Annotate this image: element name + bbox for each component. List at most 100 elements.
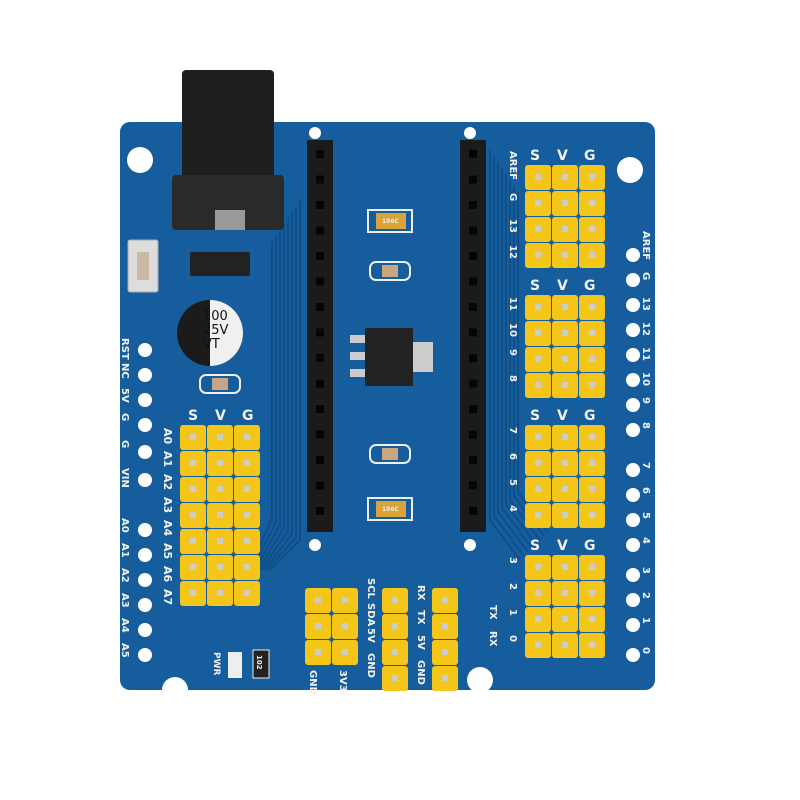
header-pin (535, 252, 541, 258)
header-pin (562, 174, 568, 180)
regulator-pin (350, 335, 365, 343)
header-pin (589, 174, 595, 180)
header-pin (190, 434, 196, 440)
bottom-label-3v3: 3V3 (337, 670, 348, 692)
block-label-a6: A6 (161, 566, 174, 583)
smd-footprint (199, 374, 241, 394)
header-pin (342, 623, 348, 629)
resistor-label: 102 (255, 655, 263, 670)
block-label-a5: A5 (161, 543, 174, 559)
pcb-trace (489, 150, 521, 561)
header-pin (392, 675, 398, 681)
mounting-hole-small (464, 539, 476, 551)
pcb-trace (266, 206, 297, 571)
tantalum-label: 106C (382, 506, 400, 513)
mounting-hole (617, 157, 643, 183)
female-header-socket (316, 201, 324, 209)
header-pin (244, 486, 250, 492)
header-pin (535, 356, 541, 362)
female-header-socket (316, 430, 324, 439)
header-pin (190, 486, 196, 492)
header-pin (190, 460, 196, 466)
group-label-11: 11 (507, 297, 518, 311)
header-pin (535, 512, 541, 518)
header-pin (190, 590, 196, 596)
header-pin (562, 382, 568, 388)
header-pin (589, 460, 595, 466)
header-pin (589, 330, 595, 336)
through-hole-pad (138, 548, 152, 562)
header-pin (562, 226, 568, 232)
female-header-socket (316, 481, 324, 490)
through-hole-pad (138, 418, 152, 432)
header-pin (535, 174, 541, 180)
through-hole-pad (626, 248, 640, 262)
pin-label-a5: A5 (119, 643, 130, 658)
column-label-g: G (584, 538, 596, 554)
female-header-socket (316, 277, 324, 286)
pin-label-a2: A2 (119, 568, 130, 583)
group-label-0: 0 (507, 635, 518, 642)
regulator-pin (350, 369, 365, 377)
header-pin (442, 597, 448, 603)
female-header-socket (469, 405, 477, 413)
smd-resistor (212, 378, 228, 390)
smd-footprint (369, 261, 411, 281)
header-pin (589, 434, 595, 440)
through-hole-pad (626, 463, 640, 477)
pin-label-9: 9 (640, 397, 651, 404)
through-hole-pad (626, 593, 640, 607)
header-pin (589, 564, 595, 570)
bottom-label-sda: SDA (365, 603, 376, 627)
pcb-trace (257, 224, 285, 571)
header-pin (217, 512, 223, 518)
block-label-a4: A4 (161, 520, 174, 537)
through-hole-pad (626, 513, 640, 527)
bottom-label-scl: SCL (365, 578, 376, 600)
header-pin (589, 512, 595, 518)
header-pin (244, 434, 250, 440)
header-pin (535, 460, 541, 466)
bottom-label-rx: RX (415, 585, 426, 601)
pcb-trace (501, 168, 533, 549)
through-hole-pad (626, 538, 640, 552)
block-label-a1: A1 (161, 451, 174, 467)
pcb-trace (254, 230, 281, 571)
pin-label-g: G (119, 413, 130, 421)
female-header-socket (469, 175, 477, 184)
column-label-s: S (530, 408, 540, 424)
header-pin (589, 226, 595, 232)
header-pin (535, 642, 541, 648)
pin-label-nc: NC (119, 363, 130, 379)
mounting-hole-small (309, 539, 321, 551)
through-hole-pad (626, 373, 640, 387)
header-pin (535, 486, 541, 492)
header-pin (217, 486, 223, 492)
column-label-v: V (557, 148, 568, 164)
header-pin (535, 434, 541, 440)
header-pin (562, 252, 568, 258)
header-pin (589, 590, 595, 596)
pin-label-a1: A1 (119, 543, 130, 558)
capacitor-stripe (210, 300, 243, 366)
bottom-label-gnd: GND (415, 660, 426, 685)
through-hole-pad (626, 488, 640, 502)
pin-label-a3: A3 (119, 593, 130, 608)
pin-label-aref: AREF (640, 231, 651, 260)
header-pin (589, 252, 595, 258)
header-pin (392, 597, 398, 603)
header-pin (190, 538, 196, 544)
group-label-13: 13 (507, 219, 518, 233)
female-header-socket (469, 277, 477, 286)
pin-label-3: 3 (640, 567, 651, 574)
column-label-v: V (557, 538, 568, 554)
header-pin (315, 597, 321, 603)
voltage-regulator (365, 328, 413, 386)
through-hole-pad (138, 368, 152, 382)
smd-diode (190, 252, 250, 276)
group-label-12: 12 (507, 245, 518, 259)
group-label-g: G (507, 193, 518, 201)
group-label-7: 7 (507, 427, 518, 434)
mounting-hole (162, 677, 188, 703)
header-pin (589, 642, 595, 648)
